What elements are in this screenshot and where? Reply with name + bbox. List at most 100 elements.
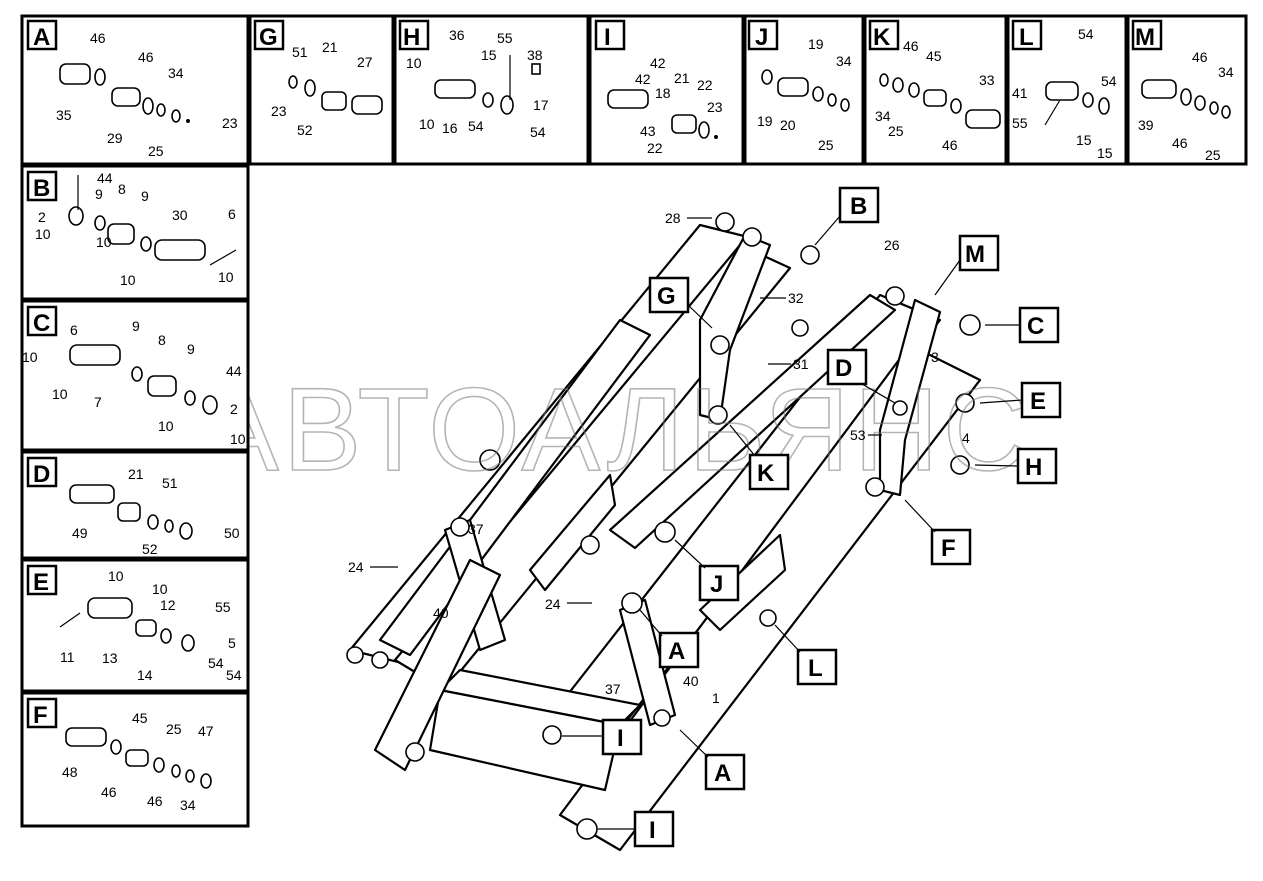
svg-text:M: M — [965, 241, 985, 268]
panel-j: J 19 34 19 20 25 — [747, 19, 852, 153]
panel-e: E 10 10 12 55 11 13 14 5 54 54 — [26, 564, 242, 683]
svg-text:10: 10 — [419, 116, 435, 132]
svg-text:22: 22 — [697, 77, 713, 93]
svg-text:10: 10 — [96, 234, 112, 250]
svg-text:E: E — [33, 569, 49, 596]
svg-text:2: 2 — [38, 209, 46, 225]
svg-text:25: 25 — [166, 721, 182, 737]
svg-text:15: 15 — [1097, 145, 1113, 161]
svg-text:7: 7 — [94, 394, 102, 410]
svg-text:40: 40 — [683, 673, 699, 689]
svg-text:20: 20 — [780, 117, 796, 133]
svg-text:35: 35 — [56, 107, 72, 123]
svg-text:21: 21 — [128, 466, 144, 482]
svg-text:4: 4 — [962, 430, 970, 446]
svg-text:B: B — [850, 193, 867, 220]
svg-text:M: M — [1135, 24, 1155, 51]
svg-text:33: 33 — [979, 72, 995, 88]
svg-text:54: 54 — [530, 124, 546, 140]
svg-text:34: 34 — [1218, 64, 1234, 80]
svg-text:32: 32 — [788, 290, 804, 306]
svg-text:31: 31 — [793, 356, 809, 372]
svg-text:25: 25 — [148, 143, 164, 159]
svg-text:26: 26 — [884, 237, 900, 253]
svg-text:42: 42 — [650, 55, 666, 71]
svg-text:41: 41 — [1012, 85, 1028, 101]
svg-text:34: 34 — [875, 108, 891, 124]
svg-text:E: E — [1030, 388, 1046, 415]
svg-text:37: 37 — [468, 521, 484, 537]
svg-text:54: 54 — [1078, 26, 1094, 42]
svg-text:53: 53 — [850, 427, 866, 443]
svg-text:10: 10 — [152, 581, 168, 597]
panel-b: B 44 9 8 9 30 6 2 10 10 10 10 — [26, 170, 237, 288]
svg-text:10: 10 — [158, 418, 174, 434]
svg-text:38: 38 — [527, 47, 543, 63]
svg-text:34: 34 — [836, 53, 852, 69]
svg-text:10: 10 — [108, 568, 124, 584]
svg-text:42: 42 — [635, 71, 651, 87]
svg-text:10: 10 — [52, 386, 68, 402]
panel-f: F 45 25 47 48 46 46 34 — [26, 697, 214, 813]
svg-text:46: 46 — [1172, 135, 1188, 151]
svg-text:54: 54 — [1101, 73, 1117, 89]
svg-text:K: K — [757, 460, 775, 487]
watermark: АВТОАЛЬЯНС — [200, 364, 1032, 496]
main-callouts: B G M C D E H K F J — [562, 186, 1062, 848]
svg-text:L: L — [1019, 24, 1034, 51]
loader-arm-assembly — [346, 212, 982, 852]
panel-a-letter: A — [33, 24, 50, 51]
svg-text:34: 34 — [168, 65, 184, 81]
panel-a: A 46 46 34 35 29 25 23 — [26, 19, 238, 159]
svg-text:D: D — [33, 461, 50, 488]
svg-text:46: 46 — [147, 793, 163, 809]
svg-text:36: 36 — [449, 27, 465, 43]
svg-text:B: B — [33, 175, 50, 202]
svg-text:15: 15 — [1076, 132, 1092, 148]
svg-text:C: C — [33, 310, 50, 337]
svg-text:10: 10 — [120, 272, 136, 288]
svg-text:I: I — [617, 725, 624, 752]
svg-text:10: 10 — [230, 431, 246, 447]
svg-text:19: 19 — [808, 36, 824, 52]
svg-text:C: C — [1027, 313, 1044, 340]
svg-text:48: 48 — [62, 764, 78, 780]
svg-text:5: 5 — [228, 635, 236, 651]
svg-text:A: A — [668, 638, 685, 665]
svg-text:9: 9 — [141, 188, 149, 204]
svg-text:54: 54 — [468, 118, 484, 134]
svg-text:F: F — [941, 535, 956, 562]
svg-text:27: 27 — [357, 54, 373, 70]
svg-text:54: 54 — [208, 655, 224, 671]
svg-text:6: 6 — [70, 322, 78, 338]
svg-text:D: D — [835, 355, 852, 382]
panel-c: C 6 9 8 9 44 10 10 7 2 10 10 — [22, 305, 246, 447]
svg-text:H: H — [1025, 454, 1042, 481]
svg-text:10: 10 — [218, 269, 234, 285]
svg-text:54: 54 — [226, 667, 242, 683]
svg-text:24: 24 — [348, 559, 364, 575]
svg-text:H: H — [403, 24, 420, 51]
svg-text:23: 23 — [707, 99, 723, 115]
svg-text:6: 6 — [228, 206, 236, 222]
svg-text:K: K — [873, 24, 891, 51]
svg-text:17: 17 — [533, 97, 549, 113]
svg-text:44: 44 — [226, 363, 242, 379]
svg-text:46: 46 — [90, 30, 106, 46]
svg-text:46: 46 — [942, 137, 958, 153]
svg-text:46: 46 — [101, 784, 117, 800]
svg-text:45: 45 — [926, 48, 942, 64]
svg-text:22: 22 — [647, 140, 663, 156]
svg-text:19: 19 — [757, 113, 773, 129]
svg-text:55: 55 — [497, 30, 513, 46]
svg-text:40: 40 — [433, 605, 449, 621]
svg-text:2: 2 — [230, 401, 238, 417]
svg-text:51: 51 — [162, 475, 178, 491]
svg-text:18: 18 — [655, 85, 671, 101]
svg-text:8: 8 — [158, 332, 166, 348]
svg-text:34: 34 — [180, 797, 196, 813]
panel-d: D 21 51 49 52 50 — [26, 456, 240, 557]
svg-text:J: J — [710, 571, 723, 598]
panel-m: M 46 34 39 46 25 — [1131, 19, 1234, 163]
